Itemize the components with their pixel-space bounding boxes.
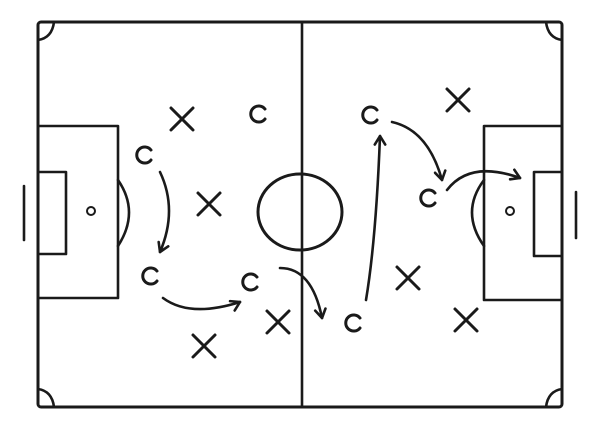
left-penalty-box	[36, 124, 120, 300]
corner-arc-bottom-left	[36, 387, 56, 409]
pitch-outline	[36, 20, 564, 409]
x-marker	[395, 265, 421, 291]
corner-arc-top-right	[544, 20, 564, 42]
right-penalty-arc	[470, 178, 486, 248]
arrow	[157, 170, 171, 254]
o-marker	[141, 266, 159, 286]
x-marker	[196, 191, 222, 217]
arrow	[364, 134, 387, 302]
right-penalty-spot	[505, 206, 515, 216]
left-penalty-arc	[116, 178, 131, 248]
o-marker	[361, 105, 379, 125]
pitch-markings	[22, 20, 578, 409]
team-x-markers	[169, 87, 479, 359]
o-marker	[241, 272, 259, 292]
o-marker	[249, 104, 267, 124]
o-marker	[344, 313, 362, 333]
team-o-markers	[135, 104, 437, 333]
arrow	[390, 120, 447, 182]
center-circle	[256, 172, 344, 252]
corner-arc-bottom-right	[544, 387, 564, 409]
arrow	[161, 296, 242, 312]
corner-arc-top-left	[36, 20, 56, 42]
x-marker	[445, 87, 471, 113]
o-marker	[419, 188, 437, 208]
x-marker	[191, 333, 217, 359]
left-penalty-spot	[86, 206, 96, 216]
arrow	[278, 266, 327, 320]
left-goal-box	[36, 170, 68, 256]
o-marker	[135, 145, 153, 165]
right-goal-box	[532, 170, 564, 258]
right-penalty-box	[482, 124, 564, 302]
arrow	[445, 168, 522, 192]
x-marker	[169, 106, 195, 132]
x-marker	[265, 309, 291, 335]
x-marker	[453, 307, 479, 333]
movement-arrows	[157, 120, 522, 320]
